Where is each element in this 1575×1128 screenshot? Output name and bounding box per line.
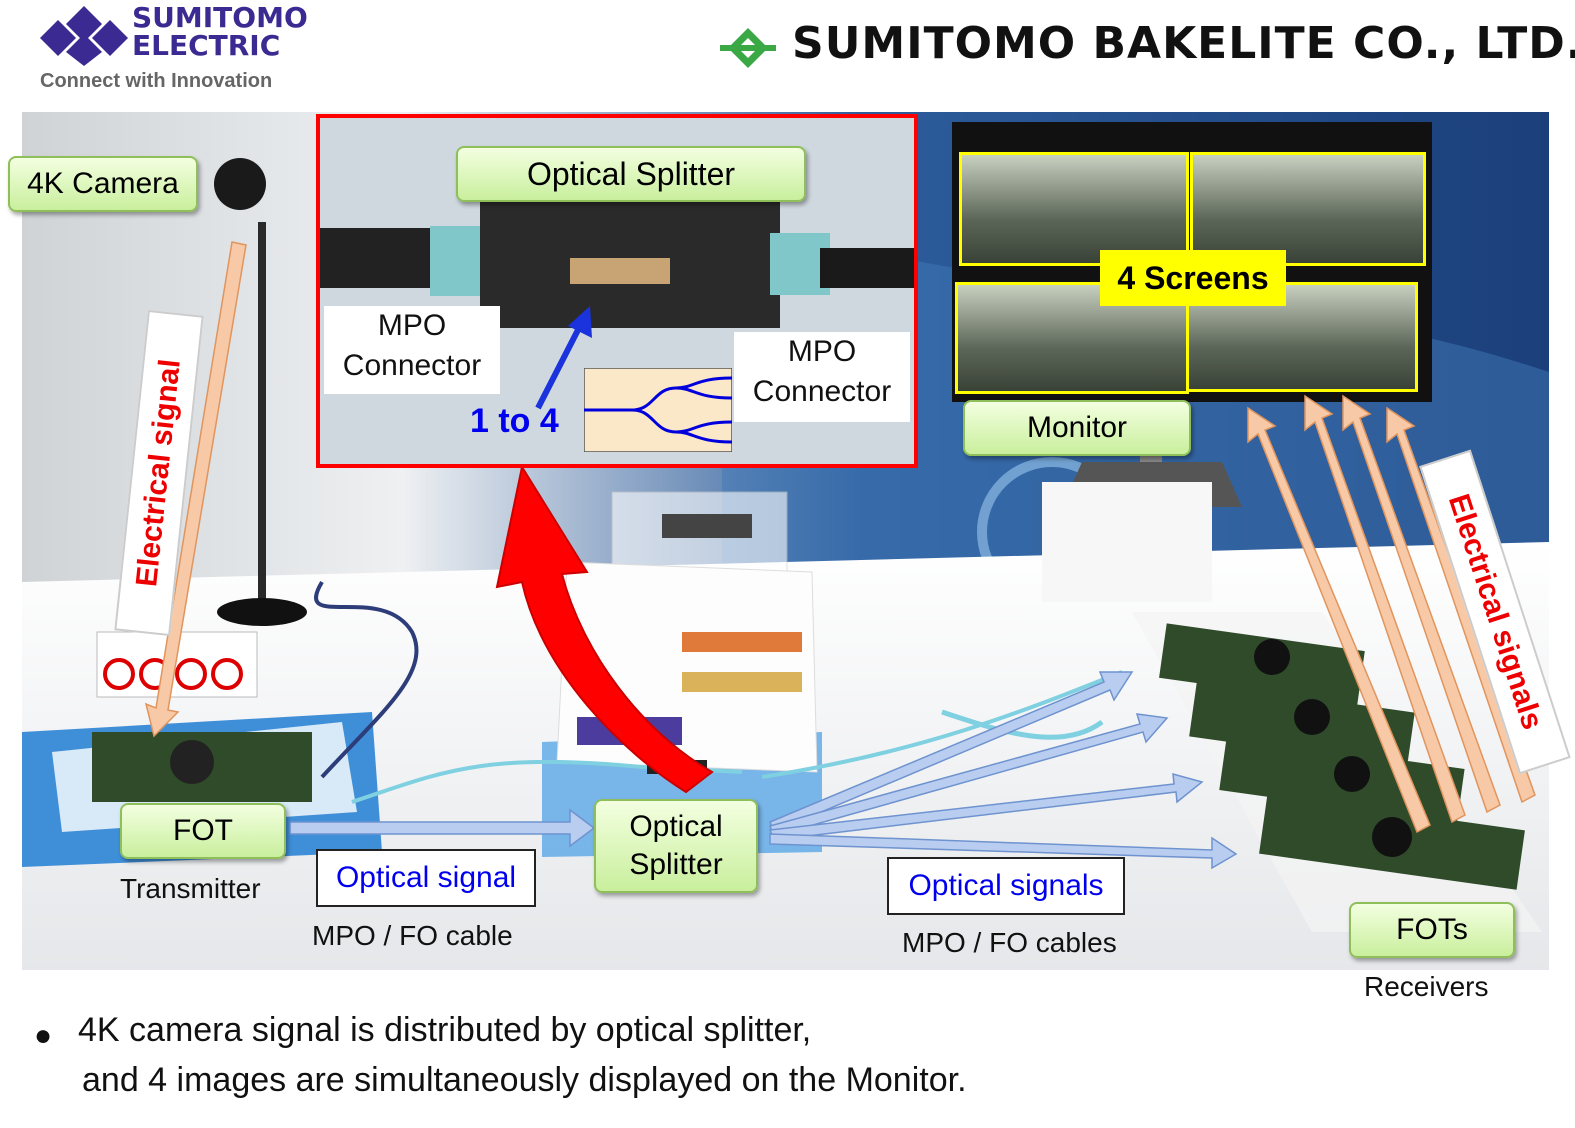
bullet-icon: ● [34, 1019, 53, 1052]
fot-label: FOT [120, 803, 286, 859]
mpo-fo-cables-label: MPO / FO cables [902, 927, 1117, 958]
pointer-arrow-icon [535, 306, 592, 410]
splitter-label-line2: Splitter [629, 848, 723, 881]
mpo-left-line1: MPO [377, 309, 447, 342]
screen-2 [1190, 152, 1426, 266]
logo-line-2: ELECTRIC [132, 29, 281, 62]
bakelite-company-name: SUMITOMO BAKELITE CO., LTD. [792, 18, 1575, 69]
logo-line-1: SUMITOMO [132, 1, 308, 34]
mpo-connector-right: MPO Connector [734, 332, 910, 422]
mpo-right-line1: MPO [787, 335, 857, 368]
sumitomo-bakelite-logo: SUMITOMO BAKELITE CO., LTD. [720, 18, 1575, 78]
splitter-zoom-arrow [495, 464, 714, 794]
splitter-label-line1: Optical [629, 810, 723, 843]
one-to-four-schematic [584, 368, 732, 452]
mpo-right-line2: Connector [752, 375, 892, 408]
signal-arrows [144, 241, 1536, 870]
summary-note: ● 4K camera signal is distributed by opt… [34, 1005, 1134, 1105]
mpo-left-line2: Connector [342, 349, 482, 382]
bakelite-emblem-icon [720, 28, 776, 68]
inset-title: Optical Splitter [456, 146, 806, 202]
optical-signals-label: Optical signals [887, 857, 1125, 915]
fots-label: FOTs [1349, 902, 1515, 958]
logo-tagline: Connect with Innovation [40, 70, 273, 92]
note-line-2: and 4 images are simultaneously displaye… [82, 1061, 967, 1099]
transmitter-label: Transmitter [120, 873, 261, 904]
note-line-1: 4K camera signal is distributed by optic… [78, 1011, 812, 1049]
one-to-four-label: 1 to 4 [470, 402, 559, 440]
splitter-label: Optical Splitter [594, 799, 758, 893]
sumitomo-electric-logo: SUMITOMO ELECTRIC Connect with Innovatio… [36, 4, 326, 96]
monitor-label: Monitor [963, 400, 1191, 456]
mpo-fo-cable-label: MPO / FO cable [312, 920, 513, 951]
four-screens-label: 4 Screens [1100, 250, 1286, 306]
receivers-label: Receivers [1364, 971, 1489, 1002]
splitter-inset: Optical Splitter MPO Connector MPO Conne… [316, 114, 918, 468]
mpo-connector-left: MPO Connector [324, 306, 500, 394]
camera-label: 4K Camera [8, 156, 198, 212]
optical-signal-label: Optical signal [316, 849, 536, 907]
sumitomo-electric-emblem-icon [40, 6, 128, 66]
screen-1 [959, 152, 1189, 266]
